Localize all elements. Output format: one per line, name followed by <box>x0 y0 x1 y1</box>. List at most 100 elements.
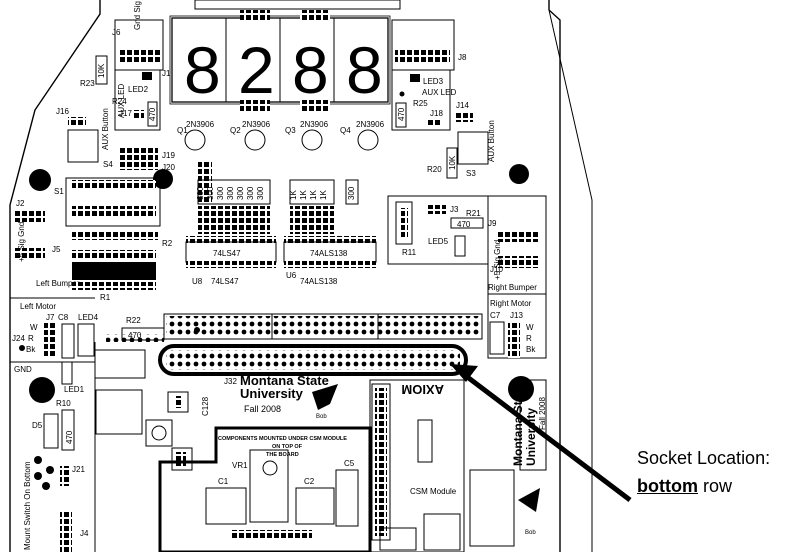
board-shape <box>498 256 538 268</box>
right-bumper: J9 J10 +5 Sig Gnd Right Bumper <box>487 195 547 295</box>
board-label: C1 <box>218 477 229 486</box>
board-label: 470 <box>65 430 74 444</box>
board-shape <box>166 350 460 370</box>
board-label: J17 <box>119 109 132 118</box>
board-shape <box>186 261 276 268</box>
digit-3: 8 <box>292 33 329 107</box>
board-shape <box>120 50 160 62</box>
digit-2: 2 <box>238 33 275 107</box>
board-label: 300 <box>216 186 225 200</box>
board-label: AUX Button <box>101 108 110 150</box>
header-rows: R22 470 <box>106 313 483 342</box>
resistor-array: 300 300 300 300 300 300 300 1K 1K 1K 1K … <box>196 160 359 234</box>
board-label: CSM Module <box>410 487 457 496</box>
board-label: AUX Button <box>487 120 496 162</box>
aux-button-right: R20 10K S3 AUX Button <box>427 120 496 179</box>
board-label: COMPONENTS MOUNTED UNDER CSM MODULE <box>218 436 347 442</box>
board-shape <box>158 344 468 376</box>
board-label: R11 <box>402 248 417 257</box>
board-label: GND <box>14 365 32 374</box>
board-label: Left Motor <box>20 302 56 311</box>
board-label: R10 <box>56 399 71 408</box>
board-label: J13 <box>510 311 523 320</box>
board-shape <box>300 10 330 20</box>
board-label: AUX LED <box>422 88 456 97</box>
board-label: J3 <box>450 205 459 214</box>
board-label: University <box>524 408 538 466</box>
board-label: J20 <box>162 163 175 172</box>
board-label: Left Bumper <box>36 279 80 288</box>
led3-block: LED3 AUX LED R25 470 J18 J14 <box>391 69 473 131</box>
board-shape <box>184 129 206 151</box>
board-label: 300 <box>226 186 235 200</box>
board-label: D5 <box>32 421 43 430</box>
board-label: +5 Sig Gnd <box>493 240 502 280</box>
board-label: Q4 <box>340 126 351 135</box>
board-label: 1K <box>299 190 308 200</box>
board-shape <box>410 74 420 82</box>
board-shape <box>391 69 451 131</box>
board-shape <box>151 425 167 441</box>
board-shape <box>60 510 72 552</box>
board-shape <box>519 379 547 471</box>
board-label: S3 <box>466 169 476 178</box>
board-shape <box>379 527 417 551</box>
board-label: W <box>30 323 38 332</box>
board-label: Q3 <box>285 126 296 135</box>
board-shape <box>118 148 158 170</box>
board-label: 300 <box>236 186 245 200</box>
board-shape <box>95 55 108 85</box>
board-label: R <box>526 334 532 343</box>
board-label: Gnd Sig +5 <box>133 0 142 30</box>
board-shape <box>15 248 45 260</box>
callout-title: Socket Location: <box>637 448 771 468</box>
board-shape <box>147 101 158 127</box>
board-label: VR1 <box>232 461 248 470</box>
board-label: Bk <box>26 345 36 354</box>
board-shape <box>95 389 143 435</box>
board-label: 1K <box>319 190 328 200</box>
board-label: S1 <box>54 187 64 196</box>
board-shape <box>455 112 473 122</box>
board-label: Fall 2008 <box>244 404 281 414</box>
board-shape <box>61 361 73 385</box>
board-label: 2N3906 <box>186 120 215 129</box>
board-label: 1K <box>289 190 298 200</box>
board-shape <box>153 169 173 189</box>
board-label: AUX LED <box>117 84 126 118</box>
board-shape <box>61 323 75 359</box>
board-shape <box>345 179 359 205</box>
board-label: Bk <box>526 345 536 354</box>
board-shape <box>142 72 152 80</box>
board-label: LED2 <box>128 85 149 94</box>
board-shape <box>457 131 489 165</box>
board-label: J1 <box>162 69 171 78</box>
board-shape <box>171 447 193 471</box>
board-label: 10K <box>448 155 457 170</box>
msu-logo-center: Montana State University Fall 2008 Bob <box>240 373 338 420</box>
board-shape <box>295 487 335 525</box>
board-label: J16 <box>56 107 69 116</box>
board-shape <box>72 250 156 258</box>
board-shape <box>114 69 161 131</box>
board-shape <box>417 419 433 463</box>
board-shape <box>29 169 51 191</box>
board-shape <box>428 118 442 126</box>
board-label: J9 <box>488 219 497 228</box>
board-shape <box>169 15 391 105</box>
board-shape <box>454 235 466 257</box>
ic-u8: 74LS47 U8 74LS47 <box>185 236 277 286</box>
board-label: J14 <box>456 101 469 110</box>
board-shape <box>289 179 335 205</box>
board-label: C5 <box>344 459 355 468</box>
board-shape <box>508 322 520 358</box>
board-shape <box>34 456 42 464</box>
board-shape <box>198 206 270 234</box>
board-shape <box>198 160 212 204</box>
board-label: Right Bumper <box>488 283 537 292</box>
board-shape <box>469 469 515 547</box>
board-label: C8 <box>58 313 69 322</box>
board-label: J2 <box>16 199 25 208</box>
